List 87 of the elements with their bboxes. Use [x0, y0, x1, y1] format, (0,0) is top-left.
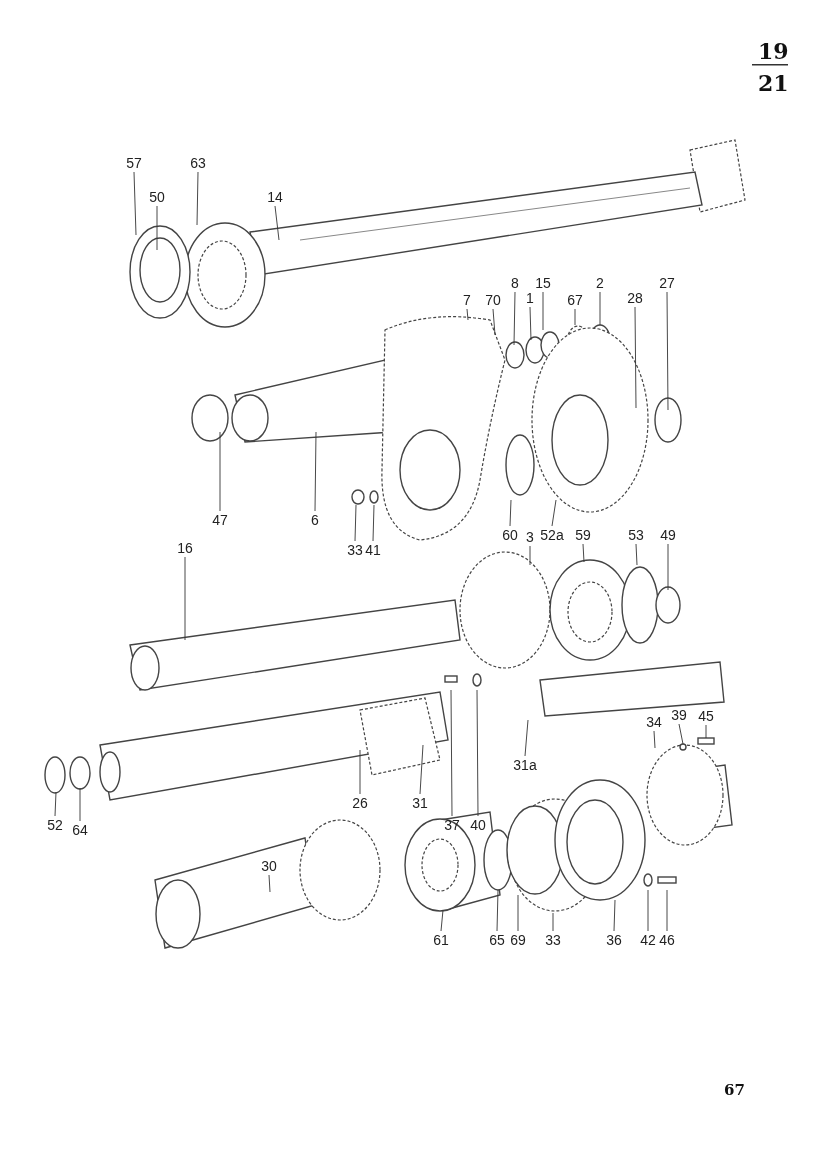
leader-line — [542, 291, 544, 331]
callout-number: 16 — [177, 540, 193, 556]
leader-line — [476, 689, 479, 817]
leader-line — [509, 499, 512, 527]
leader-line — [635, 543, 638, 566]
callout-number: 15 — [535, 275, 551, 291]
callout-number: 65 — [489, 932, 505, 948]
leader-line — [517, 894, 519, 932]
callout-number: 7 — [463, 292, 471, 308]
callout-number: 37 — [444, 817, 460, 833]
leader-line — [666, 291, 669, 411]
callout-number: 70 — [485, 292, 501, 308]
leader-line — [219, 431, 221, 512]
callout-number: 67 — [567, 292, 583, 308]
leader-line — [529, 306, 532, 341]
leader-line — [359, 749, 361, 795]
leader-line — [647, 889, 649, 932]
callout-number: 64 — [72, 822, 88, 838]
leader-line — [354, 504, 357, 542]
callout-number: 69 — [510, 932, 526, 948]
callout-number: 46 — [659, 932, 675, 948]
callout-number: 1 — [526, 290, 534, 306]
callout-number: 53 — [628, 527, 644, 543]
callout-number: 26 — [352, 795, 368, 811]
leader-line — [667, 543, 669, 591]
leader-line — [419, 744, 424, 795]
leader-line — [440, 909, 444, 932]
callout-number: 61 — [433, 932, 449, 948]
page-reference: 19 — [758, 40, 789, 62]
leader-line — [372, 504, 375, 542]
page-reference: 21 — [758, 72, 789, 94]
callout-number: 8 — [511, 275, 519, 291]
leader-line — [79, 787, 81, 822]
callout-number: 34 — [646, 714, 662, 730]
leader-line — [513, 291, 516, 346]
leader-line — [551, 499, 557, 527]
callout-number: 3 — [526, 529, 534, 545]
callout-number: 31a — [513, 757, 537, 773]
callout-number: 27 — [659, 275, 675, 291]
leader-line — [314, 431, 317, 512]
leader-line — [156, 205, 158, 251]
leader-line — [496, 889, 499, 932]
callout-number: 39 — [671, 707, 687, 723]
callout-number: 36 — [606, 932, 622, 948]
callout-number: 59 — [575, 527, 591, 543]
callout-number: 50 — [149, 189, 165, 205]
leader-line — [599, 291, 601, 326]
leader-line — [524, 719, 529, 757]
leader-line — [492, 308, 496, 336]
callout-number: 31 — [412, 795, 428, 811]
leader-line — [450, 689, 453, 817]
leader-line — [54, 791, 57, 817]
leader-line — [466, 308, 469, 321]
leader-line — [133, 171, 137, 236]
leader-line — [552, 912, 554, 932]
leader-line — [196, 171, 199, 226]
leader-line — [634, 306, 637, 409]
callout-number: 45 — [698, 708, 714, 724]
leader-line — [574, 308, 576, 326]
callout-number: 28 — [627, 290, 643, 306]
leader-line — [666, 889, 668, 932]
callout-number: 47 — [212, 512, 228, 528]
callout-number: 6 — [311, 512, 319, 528]
callout-number: 14 — [267, 189, 283, 205]
callout-number: 57 — [126, 155, 142, 171]
callout-number: 33 — [545, 932, 561, 948]
leader-line — [582, 543, 585, 563]
leader-line — [274, 205, 280, 241]
callout-number: 33 — [347, 542, 363, 558]
page-number: 67 — [724, 1083, 745, 1098]
leader-line — [705, 724, 707, 739]
callout-number: 49 — [660, 527, 676, 543]
callout-number: 60 — [502, 527, 518, 543]
callout-number: 42 — [640, 932, 656, 948]
callout-number: 40 — [470, 817, 486, 833]
leader-line — [653, 730, 656, 749]
callout-number: 63 — [190, 155, 206, 171]
callout-number: 52 — [47, 817, 63, 833]
leader-line — [184, 556, 186, 641]
leader-line — [268, 874, 271, 893]
callout-number: 2 — [596, 275, 604, 291]
callout-number: 52a — [540, 527, 564, 543]
callout-number: 41 — [365, 542, 381, 558]
leader-line — [613, 899, 616, 932]
leader-line — [678, 723, 684, 745]
callout-number: 30 — [261, 858, 277, 874]
leader-line — [529, 545, 531, 566]
